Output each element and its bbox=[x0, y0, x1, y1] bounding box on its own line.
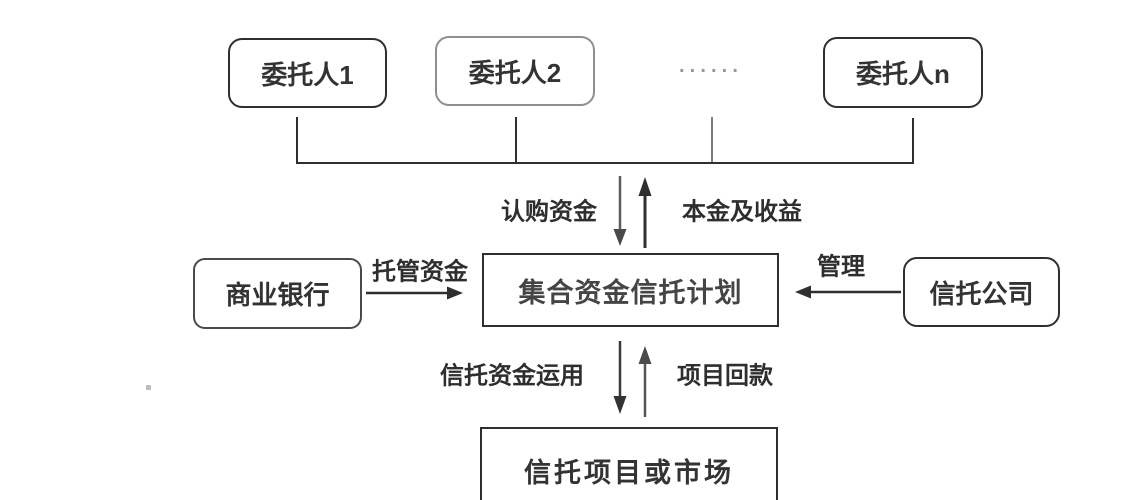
flow-label-subscription-funds: 认购资金 bbox=[501, 198, 597, 226]
node-principal-2-label: 委托人2 bbox=[468, 57, 562, 88]
node-commercial-bank: 商业银行 bbox=[193, 258, 362, 329]
node-principal-2: 委托人2 bbox=[435, 36, 595, 106]
flow-label-management: 管理 bbox=[817, 253, 865, 281]
node-principal-1-label: 委托人1 bbox=[261, 59, 354, 90]
flow-label-custody-funds: 托管资金 bbox=[372, 258, 468, 286]
node-trust-company: 信托公司 bbox=[903, 257, 1060, 327]
arrow-fund-use-down-icon bbox=[613, 341, 627, 414]
node-trust-plan: 集合资金信托计划 bbox=[482, 253, 779, 327]
arrow-repayment-up-icon bbox=[638, 346, 652, 417]
principals-ellipsis: ······ bbox=[679, 60, 743, 83]
arrow-income-up-icon bbox=[638, 177, 652, 248]
node-trust-project-market: 信托项目或市场 bbox=[480, 427, 778, 500]
principal-bus-connector bbox=[296, 117, 914, 164]
node-principal-n: 委托人n bbox=[823, 37, 983, 108]
node-trust-company-label: 信托公司 bbox=[929, 278, 1034, 309]
node-principal-1: 委托人1 bbox=[228, 38, 387, 108]
arrow-subscription-down-icon bbox=[613, 176, 627, 246]
scan-speck-dot bbox=[146, 385, 151, 390]
flow-label-project-repayment: 项目回款 bbox=[677, 362, 773, 390]
node-principal-n-label: 委托人n bbox=[856, 59, 950, 89]
flow-label-trust-fund-use: 信托资金运用 bbox=[440, 362, 584, 390]
arrow-management-left-icon bbox=[795, 285, 901, 299]
node-trust-plan-label: 集合资金信托计划 bbox=[518, 277, 743, 308]
arrow-custody-right-icon bbox=[366, 286, 463, 300]
flow-label-principal-and-income: 本金及收益 bbox=[682, 198, 802, 226]
node-trust-project-market-label: 信托项目或市场 bbox=[524, 458, 734, 488]
node-commercial-bank-label: 商业银行 bbox=[225, 280, 330, 310]
